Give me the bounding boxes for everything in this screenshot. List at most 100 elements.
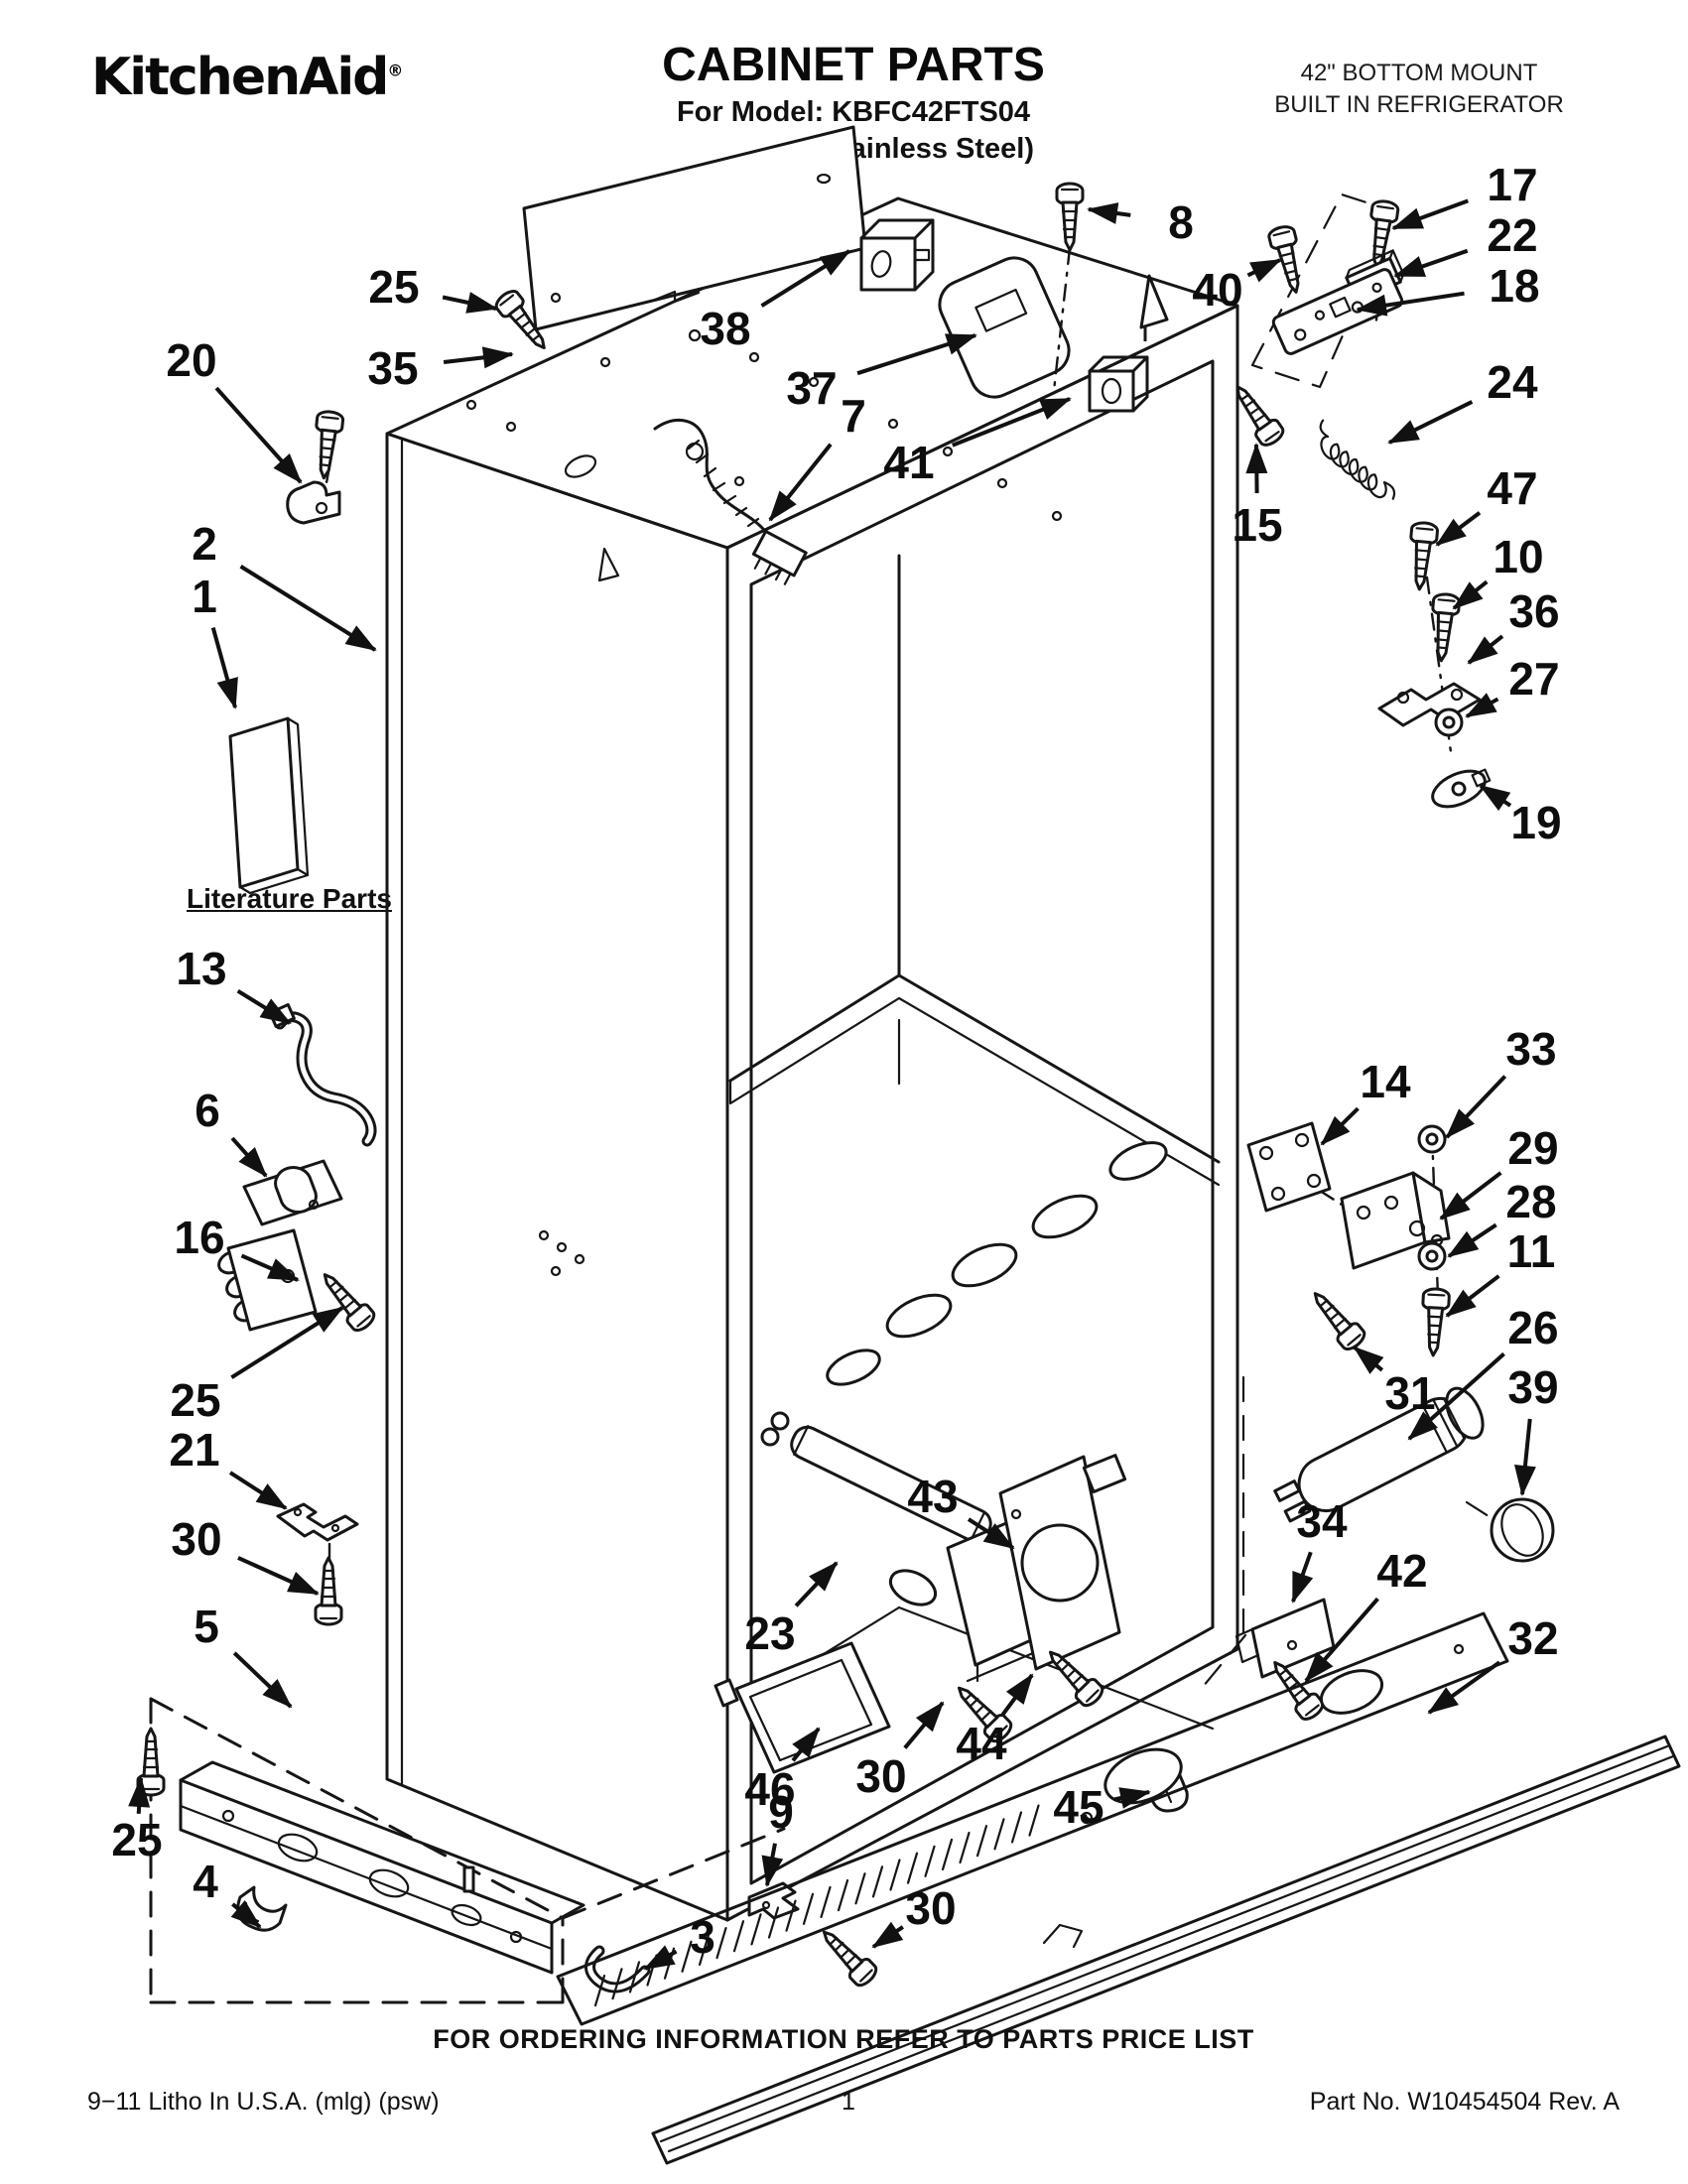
part-24-spring [1319,419,1396,500]
callout-number: 17 [1487,159,1537,210]
callout-14: 14 [1320,1056,1411,1146]
callout-number: 15 [1232,499,1282,551]
callout-number: 41 [883,437,934,488]
part-21-clip [276,1502,359,1542]
part-46-drain-pan [714,1641,891,1774]
model-line: For Model: KBFC42FTS04 [676,96,1031,128]
callout-number: 25 [111,1814,162,1865]
callout-35: 35 [367,342,514,394]
callout-26: 26 [1407,1302,1559,1441]
screw-icon [1265,222,1311,298]
callout-number: 26 [1507,1302,1558,1353]
callout-25: 25 [111,1776,163,1865]
callout-arrow [236,988,292,1025]
callout-arrow [1452,579,1489,610]
callout-number: 36 [1508,585,1559,637]
vent-slot [959,1831,971,1864]
part-29-hinge-bracket [1340,1171,1451,1270]
callout-number: 31 [1384,1367,1435,1419]
callout-17: 17 [1391,159,1538,230]
part-16-bracket [217,1228,318,1332]
callout-number: 25 [368,261,419,313]
callout-22: 22 [1393,209,1538,278]
callout-arrow [794,1561,839,1607]
callout-37: 37 [786,333,977,414]
callout-arrow [442,292,498,314]
callout-number: 45 [1053,1781,1104,1833]
callout-5: 5 [194,1601,293,1709]
callout-3: 3 [643,1911,715,1971]
callout-number: 34 [1296,1495,1348,1547]
callout-11: 11 [1445,1225,1556,1318]
callout-6: 6 [195,1085,268,1178]
callout-number: 25 [170,1374,220,1426]
callout-46: 46 [744,1727,821,1815]
callout-number: 6 [195,1085,220,1136]
part-19-plate [1431,768,1492,809]
callout-45: 45 [1053,1781,1151,1833]
callout-number: 32 [1507,1612,1558,1664]
callout-number: 3 [690,1911,715,1963]
callout-47: 47 [1435,462,1538,547]
callout-arrow [128,1776,151,1815]
callout-15: 15 [1232,443,1283,551]
callout-9: 9 [761,1786,794,1887]
callout-number: 29 [1507,1122,1558,1174]
callout-38: 38 [700,249,851,354]
part-7-wire-harness [653,419,808,585]
callout-29: 29 [1439,1122,1559,1220]
vent-slot [906,1852,919,1884]
callout-44: 44 [956,1673,1034,1769]
screw-icon [313,1264,379,1336]
ordering-note: FOR ORDERING INFORMATION REFER TO PARTS … [433,2024,1254,2054]
page-number: 1 [842,2088,855,2116]
callout-number: 40 [1192,264,1242,316]
callout-number: 43 [907,1471,958,1522]
vent-slot [820,1885,832,1919]
screw-icon [309,409,345,481]
callout-13: 13 [176,943,292,1025]
callout-arrow [1393,248,1469,278]
part-3-hook [584,1945,651,1993]
callout-number: 11 [1507,1225,1556,1277]
callout-arrow [443,346,514,369]
callout-24: 24 [1387,356,1538,445]
callout-arrow [1291,1551,1314,1604]
callout-arrow [1513,1418,1536,1496]
part-9-bracket [747,1881,800,1920]
callout-42: 42 [1304,1545,1428,1683]
callout-34: 34 [1291,1495,1348,1604]
part-36-bracket [1377,682,1482,727]
vent-slot [593,1975,606,2007]
part-5-bottom-rail [179,1760,585,1975]
callout-arrow [1245,443,1268,494]
callout-number: 18 [1489,260,1539,312]
part-41-socket [1088,355,1149,413]
callout-number: 13 [176,943,226,994]
vent-slot [732,1920,745,1953]
vent-slot [698,1933,711,1967]
product-type-block: 42" BOTTOM MOUNT BUILT IN REFRIGERATOR [1211,58,1627,121]
callout-28: 28 [1447,1176,1557,1258]
screw-icon [314,1556,343,1626]
callout-number: 16 [174,1212,224,1263]
callout-arrow [1113,1787,1151,1809]
vent-slot [785,1899,797,1932]
callout-2: 2 [192,518,377,652]
vent-slot [767,1906,780,1939]
litho-note: 9−11 Litho In U.S.A. (mlg) (psw) [87,2088,440,2116]
callout-arrow [1087,202,1131,224]
vent-slot [854,1872,866,1905]
part-44-vent-panel [556,1611,1509,2026]
callout-39: 39 [1507,1361,1559,1496]
callout-arrow [214,386,303,484]
callout-layer: 2535202138377418401722182415471036271913… [111,159,1562,1971]
part-14-hinge-plate [1246,1121,1332,1213]
callout-arrow [1356,291,1465,317]
callout-number: 35 [367,342,418,394]
vent-slot [1028,1804,1040,1837]
vent-slot [975,1825,988,1858]
screw-icon [1225,377,1288,450]
vent-slot [993,1818,1005,1851]
